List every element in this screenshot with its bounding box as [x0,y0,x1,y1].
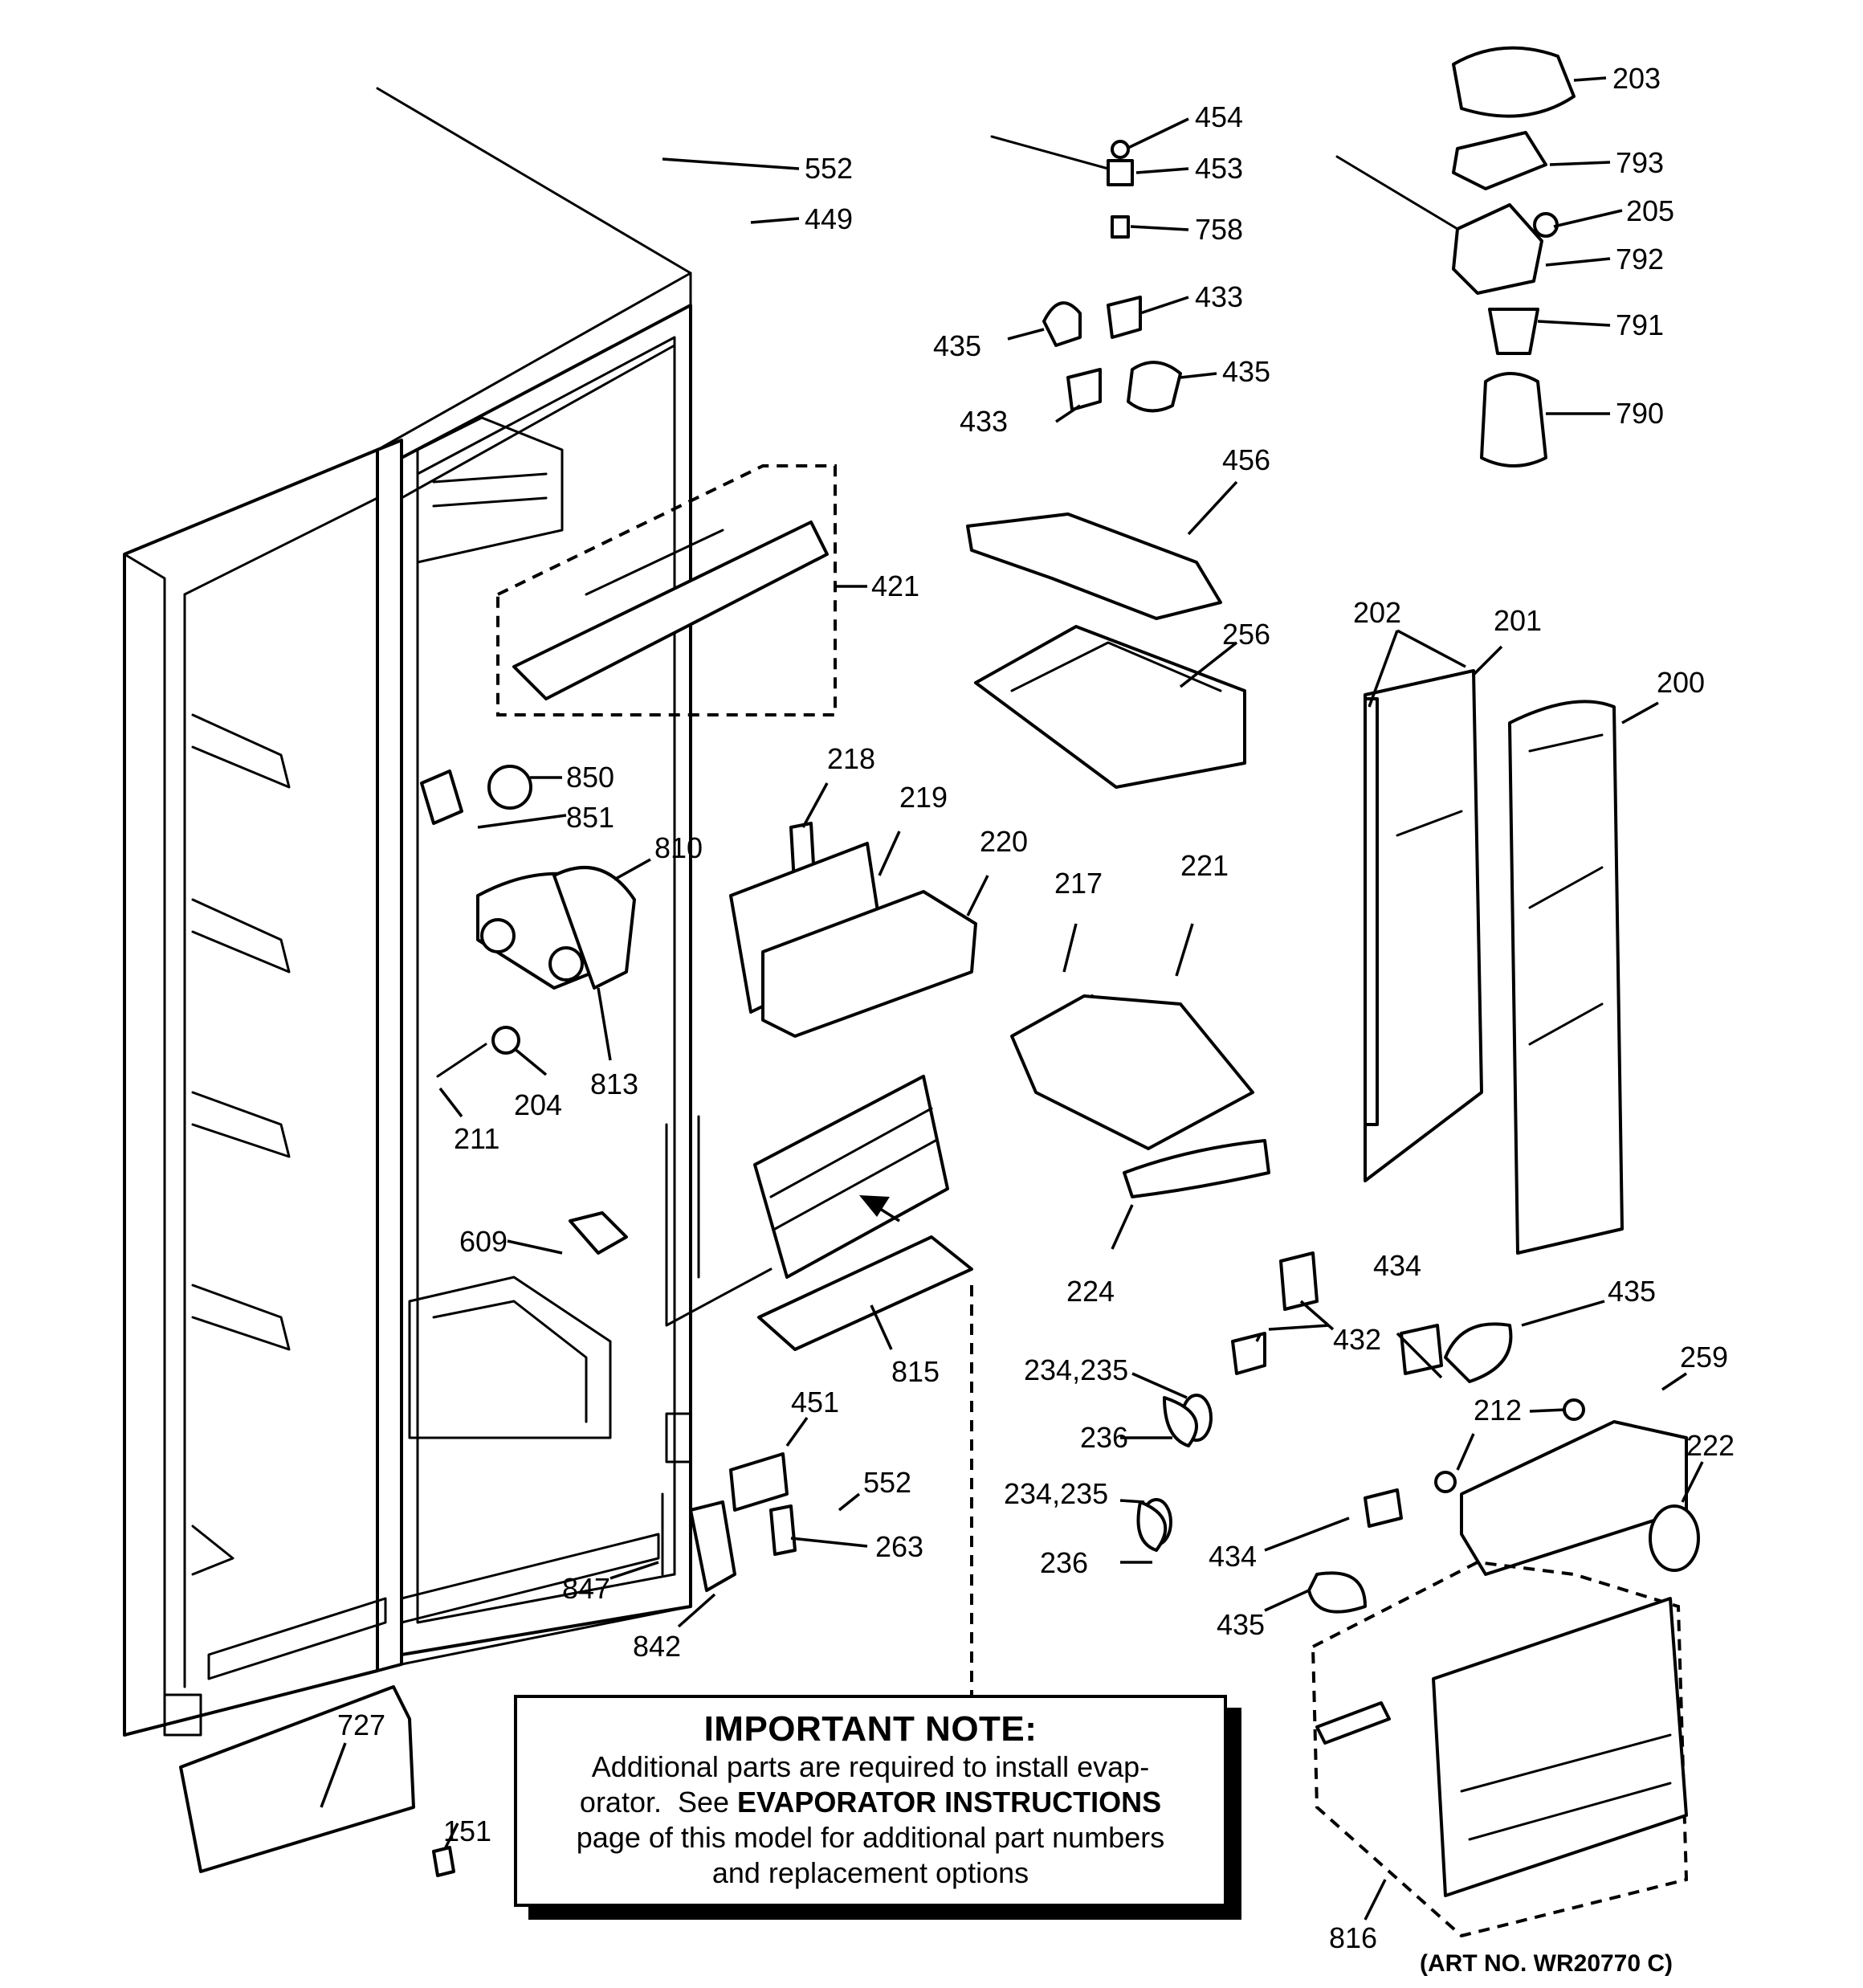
part-label-456: 456 [1222,443,1270,476]
note-line-1: Additional parts are required to install… [591,1750,1150,1783]
leader-lines [320,76,1704,1921]
part-label-552-top: 552 [805,152,853,185]
part-label-224: 224 [1066,1275,1115,1308]
part-label-434-top: 434 [1373,1249,1421,1282]
part-label-435-bottom: 435 [1217,1608,1265,1641]
part-label-850: 850 [566,761,614,794]
part-label-219: 219 [899,781,948,814]
part-label-204: 204 [514,1088,562,1121]
part-label-200: 200 [1657,666,1705,699]
part-labels: 203 793 205 792 791 790 454 453 758 433 … [337,62,1735,1954]
part-label-842: 842 [633,1630,681,1663]
middle-components [179,765,1700,1938]
part-label-609: 609 [459,1225,508,1258]
part-label-236-top: 236 [1080,1421,1128,1454]
part-label-263: 263 [875,1530,923,1563]
part-label-220: 220 [980,825,1028,858]
evaporator-instructions-reference: EVAPORATOR INSTRUCTIONS [737,1786,1162,1819]
note-line-2: orator. See EVAPORATOR INSTRUCTIONS [517,1785,1224,1820]
part-label-810: 810 [654,831,703,864]
part-label-433-bottom: 433 [960,405,1008,438]
note-line-2-text: orator. See [579,1786,738,1819]
part-label-211: 211 [454,1122,499,1155]
note-line-3: page of this model for additional part n… [576,1821,1165,1854]
part-label-256: 256 [1222,618,1270,651]
part-label-791: 791 [1616,308,1664,341]
part-label-432: 432 [1333,1323,1381,1356]
part-label-222: 222 [1686,1429,1735,1462]
part-label-205: 205 [1626,194,1674,227]
part-label-792: 792 [1616,243,1664,276]
part-label-451: 451 [791,1386,839,1419]
part-label-552-bottom: 552 [863,1466,911,1499]
part-label-758: 758 [1195,213,1243,246]
part-label-813: 813 [590,1067,638,1100]
part-label-435-right: 435 [1222,355,1270,388]
note-title: IMPORTANT NOTE: [703,1709,1037,1749]
part-label-217: 217 [1054,867,1103,900]
part-label-236-bottom: 236 [1040,1546,1088,1579]
part-label-203: 203 [1612,62,1661,95]
part-label-434-bottom: 434 [1209,1540,1257,1573]
part-label-221: 221 [1180,849,1229,882]
part-label-433-top: 433 [1195,280,1243,313]
part-label-421: 421 [871,569,919,602]
part-label-234-235-top: 234,235 [1024,1353,1128,1386]
part-label-847: 847 [562,1572,610,1605]
part-label-435-left: 435 [933,329,981,362]
part-label-851: 851 [566,801,614,834]
note-line-4: and replacement options [711,1856,1029,1889]
part-label-212: 212 [1474,1394,1522,1427]
part-label-435-mid: 435 [1608,1275,1656,1308]
part-label-234-235-bottom: 234,235 [1004,1477,1108,1510]
part-label-454: 454 [1195,100,1243,133]
art-number: (ART NO. WR20770 C) [1420,1950,1673,1977]
part-label-815: 815 [891,1355,940,1388]
part-label-816: 816 [1329,1921,1377,1954]
part-label-793: 793 [1616,146,1664,179]
part-label-453: 453 [1195,152,1243,185]
important-note-box: IMPORTANT NOTE: Additional parts are req… [514,1695,1227,1907]
part-label-790: 790 [1616,397,1664,430]
part-label-151: 151 [443,1815,491,1847]
part-label-259: 259 [1680,1341,1728,1374]
door-liners [1364,669,1624,1255]
part-label-218: 218 [827,742,875,775]
part-label-201: 201 [1494,604,1542,637]
part-label-202: 202 [1353,596,1401,629]
part-label-727: 727 [337,1708,385,1741]
dispenser-components [496,46,1576,789]
part-label-449: 449 [805,202,853,235]
